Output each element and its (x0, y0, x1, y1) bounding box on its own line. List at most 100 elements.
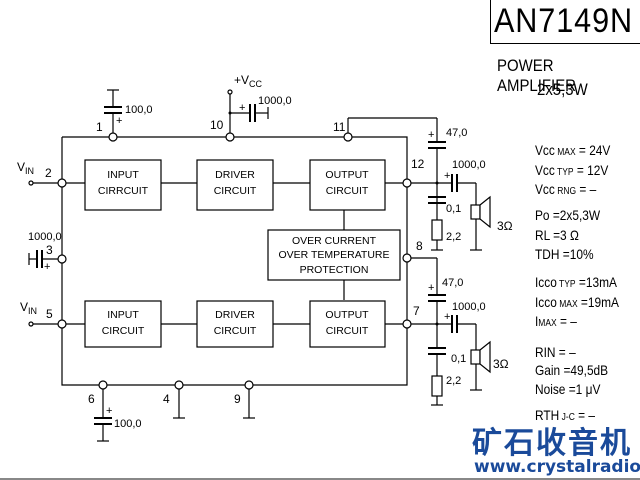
pin-numbers: 1 10 11 2 12 3 8 5 7 6 4 9 (45, 118, 425, 406)
svg-text:9: 9 (234, 392, 241, 406)
spec-po: Po =2x5,3W (535, 207, 601, 223)
spk2-value: 3Ω (493, 357, 509, 371)
svg-text:4: 4 (163, 392, 170, 406)
watermark-logo-text: 矿石收音机 (472, 426, 632, 461)
pin-markers (57, 132, 412, 390)
pin3-cap: 1000,0 + (28, 231, 62, 273)
pin6-cap: + 100,0 (94, 385, 142, 442)
pin-5 (57, 319, 67, 329)
spec-vcc-rng: Vcc RNG = – (535, 181, 597, 197)
pin-11 (343, 132, 353, 142)
ch1-input-block: INPUT CIRRCUIT (84, 159, 162, 211)
plus-sign: + (444, 311, 450, 323)
pin1-cap: 100,0 + (104, 89, 153, 137)
pin-6 (98, 380, 108, 390)
c-pin10-value: 1000,0 (258, 95, 292, 107)
svg-text:12: 12 (411, 157, 425, 171)
svg-text:CIRCUIT: CIRCUIT (214, 185, 257, 197)
svg-text:5: 5 (46, 307, 53, 321)
pin10-vcc: + 1000,0 +VCC (227, 73, 292, 137)
spec-rl: RL =3 Ω (535, 227, 579, 243)
ch2-output-network: + 1000,0 0,1 2,2 3Ω (407, 301, 509, 406)
pin-7 (402, 319, 412, 329)
svg-text:OVER CURRENT: OVER CURRENT (292, 235, 377, 247)
pin9-ground (243, 385, 255, 419)
vin1-label: VIN (17, 160, 34, 176)
spec-icco-max: Icco MAX =19mA (535, 294, 619, 310)
spec-noise: Noise =1 μV (535, 381, 601, 397)
spec-icco-typ: Icco TYP =13mA (535, 274, 617, 290)
pin-4 (174, 380, 184, 390)
ch2-input-block: INPUT CIRCUIT (84, 300, 162, 348)
c-pin3-value: 1000,0 (28, 231, 62, 243)
svg-text:1: 1 (96, 120, 103, 134)
svg-text:7: 7 (413, 304, 420, 318)
svg-text:6: 6 (88, 392, 95, 406)
c-pin6-value: 100,0 (114, 418, 142, 430)
svg-text:3: 3 (46, 243, 53, 257)
plus-sign: + (428, 129, 434, 141)
plus-sign: + (444, 170, 450, 182)
vin2-label: VIN (20, 300, 37, 316)
c-pin1-value: 100,0 (125, 104, 153, 116)
svg-text:10: 10 (210, 118, 224, 132)
svg-text:DRIVER: DRIVER (215, 169, 255, 181)
c-out2-value: 1000,0 (452, 301, 486, 313)
bottom-border (0, 478, 640, 480)
subtitle-function: POWER AMPLIFIER (497, 56, 576, 95)
svg-text:8: 8 (416, 239, 423, 253)
protection-block: OVER CURRENT OVER TEMPERATURE PROTECTION (267, 229, 401, 281)
svg-text:CIRCUIT: CIRCUIT (326, 325, 369, 337)
pin-9 (244, 380, 254, 390)
spec-imax: IMAX = – (535, 313, 577, 329)
pin-8 (402, 253, 412, 263)
c-boot2-value: 47,0 (442, 277, 463, 289)
pin-1 (108, 132, 118, 142)
spec-tdh: TDH =10% (535, 246, 594, 262)
vcc-label: +VCC (234, 73, 263, 89)
vin2: VIN (20, 300, 62, 327)
plus-sign: + (239, 102, 245, 114)
pin-12 (402, 178, 412, 188)
c-boot1-value: 47,0 (446, 127, 467, 139)
ch1-output-network: + 1000,0 0,1 2,2 3Ω (407, 159, 513, 251)
plus-sign: + (106, 405, 112, 417)
svg-text:INPUT: INPUT (107, 309, 139, 321)
svg-text:CIRCUIT: CIRCUIT (326, 185, 369, 197)
r-zob1-value: 2,2 (446, 231, 461, 243)
svg-text:CIRCUIT: CIRCUIT (214, 325, 257, 337)
spec-rin: RIN = – (535, 344, 576, 360)
pin4-ground (173, 385, 185, 419)
ch1-driver-block: DRIVER CIRCUIT (196, 159, 274, 211)
svg-text:CIRCUIT: CIRCUIT (102, 325, 145, 337)
spk1-value: 3Ω (497, 219, 513, 233)
watermark-url: www.crystalradio.cn (474, 457, 640, 477)
svg-text:OUTPUT: OUTPUT (325, 309, 369, 321)
subtitle-power: 2x5,3W (537, 80, 588, 99)
ch1-output-block: OUTPUT CIRCUIT (309, 159, 386, 211)
spec-vcc-max: Vcc MAX = 24V (535, 142, 611, 158)
svg-text:2: 2 (45, 166, 52, 180)
svg-text:CIRRCUIT: CIRRCUIT (98, 185, 149, 197)
plus-sign: + (428, 282, 434, 294)
svg-text:INPUT: INPUT (107, 169, 139, 181)
r-zob2-value: 2,2 (446, 375, 461, 387)
spec-rth-jc: RTH J-C = – (535, 407, 596, 423)
plus-sign: + (116, 115, 122, 127)
c-zob1-value: 0,1 (446, 203, 461, 215)
chip-title: AN7149N (494, 2, 633, 40)
ic-outline (61, 136, 408, 386)
title-frame (490, 0, 640, 44)
vin1: VIN (17, 160, 62, 186)
svg-text:11: 11 (333, 120, 346, 134)
plus-sign: + (44, 261, 50, 273)
pin-3 (57, 254, 67, 264)
ch2-driver-block: DRIVER CIRCUIT (196, 300, 274, 348)
spec-gain: Gain =49,5dB (535, 362, 609, 378)
c-out1-value: 1000,0 (452, 159, 486, 171)
spec-vcc-typ: Vcc TYP = 12V (535, 162, 609, 178)
svg-text:PROTECTION: PROTECTION (300, 264, 369, 276)
pin-2 (57, 178, 67, 188)
pin8-bootstrap: + 47,0 (407, 257, 463, 348)
